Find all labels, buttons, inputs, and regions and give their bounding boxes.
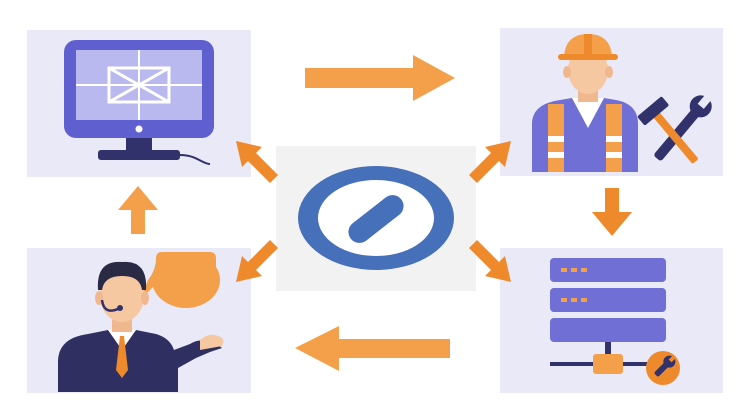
arrow-hub-to-support — [236, 240, 278, 282]
arrow-hub-to-engineer — [469, 141, 511, 183]
arrow-hub-to-server — [469, 240, 511, 282]
arrow-server-to-support — [295, 326, 450, 371]
arrow-monitor-to-engineer — [305, 55, 455, 101]
arrow-engineer-to-server — [592, 188, 632, 236]
arrow-support-to-monitor — [118, 186, 158, 234]
server-rack-icon — [550, 258, 680, 385]
monitor-icon — [64, 40, 214, 165]
hub-logo-icon — [298, 166, 454, 270]
engineer-icon — [532, 34, 713, 172]
arrow-hub-to-monitor — [236, 141, 278, 183]
support-agent-icon — [58, 252, 224, 392]
